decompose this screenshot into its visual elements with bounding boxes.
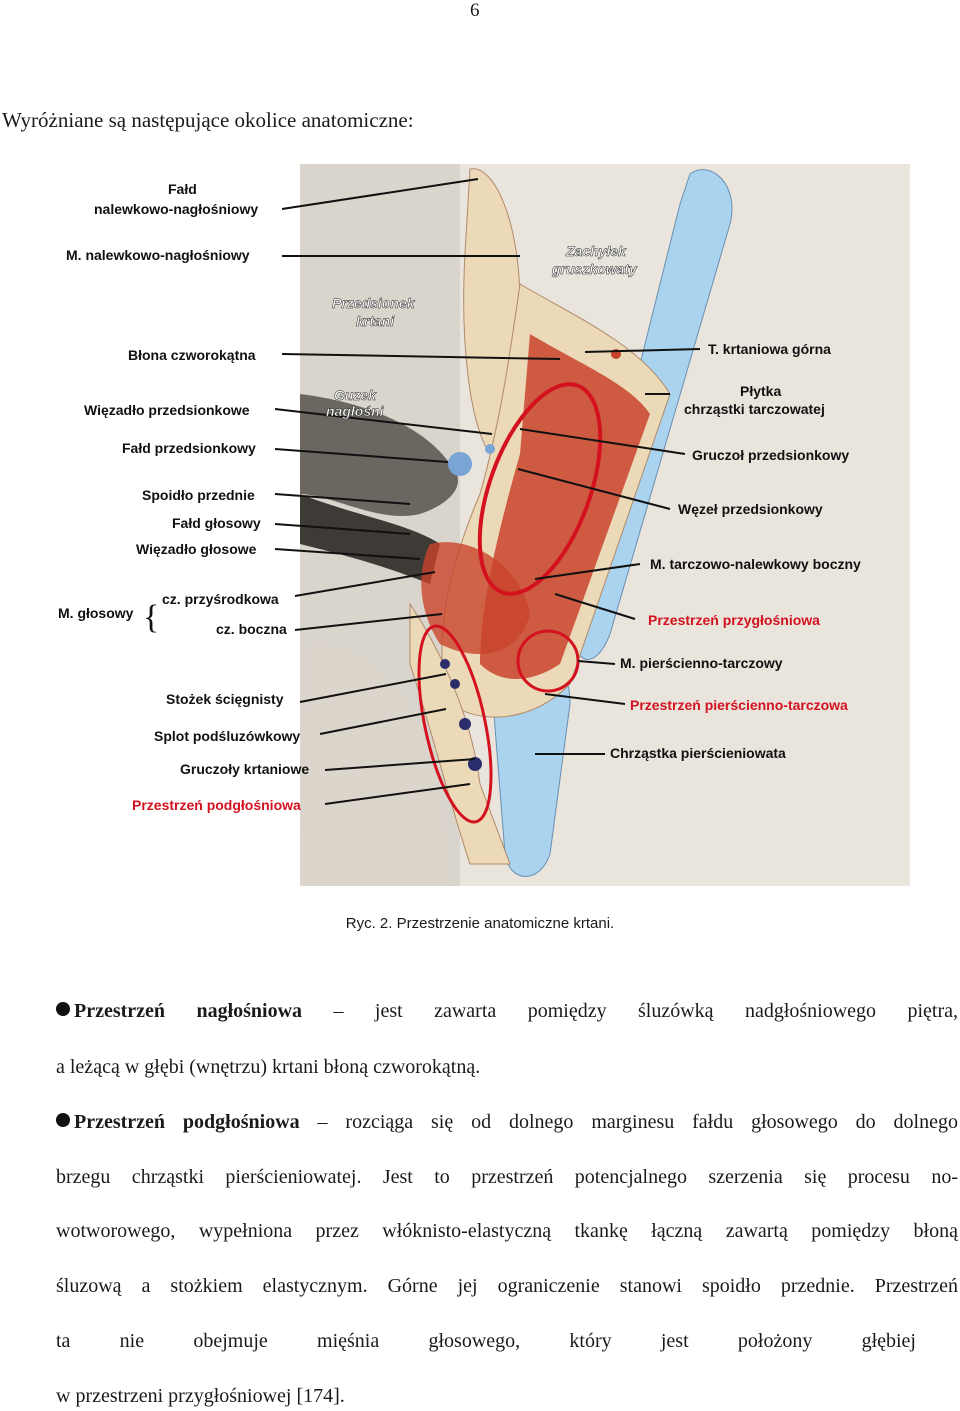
- label-m-tarczowo: M. tarczowo-nalewkowy boczny: [650, 556, 861, 572]
- label-t-krtaniowa: T. krtaniowa górna: [708, 341, 831, 357]
- bullet2-line2: brzegu chrząstki pierścieniowatej. Jest …: [56, 1166, 958, 1189]
- bullet1-text: – jest zawarta pomiędzy śluzówką nadgłoś…: [302, 1000, 958, 1022]
- label-m-nalewkowo: M. nalewkowo-nagłośniowy: [66, 247, 250, 263]
- label-plytka-2: chrząstki tarczowatej: [684, 401, 825, 417]
- label-plytka-1: Płytka: [740, 383, 781, 399]
- label-przestrzen-przyglosniowa: Przestrzeń przygłośniowa: [648, 612, 820, 628]
- bullet2-term: Przestrzeń podgłośniowa: [74, 1111, 300, 1133]
- label-m-glosowy: M. głosowy: [58, 605, 134, 621]
- label-przedsionek-1: Przedsionek: [332, 295, 416, 311]
- bullet-icon: [56, 1002, 70, 1016]
- label-fald-przedsionkowy: Fałd przedsionkowy: [122, 440, 256, 456]
- label-wiezadlo-przedsionkowe: Więzadło przedsionkowe: [84, 402, 250, 418]
- bullet2-line4: śluzową a stożkiem elastycznym. Górne je…: [56, 1275, 958, 1298]
- label-fald-nalewkowo-1: Fałd: [168, 181, 197, 197]
- label-zachylek-2: gruszkowaty: [551, 261, 638, 277]
- label-chrzastka: Chrząstka pierścieniowata: [610, 745, 786, 761]
- label-cz-przysrodkowa: cz. przyśrodkowa: [162, 591, 279, 607]
- label-zachylek-1: Zachyłek: [565, 243, 627, 259]
- label-blona: Błona czworokątna: [128, 347, 256, 363]
- bullet2-line5: ta nie obejmuje mięśnia głosowego, który…: [56, 1330, 916, 1353]
- bullet2-line6: w przestrzeni przygłośniowej [174].: [56, 1385, 345, 1408]
- label-stozek: Stożek ścięgnisty: [166, 691, 284, 707]
- larynx-cross-section-figure: Fałd nalewkowo-nagłośniowy M. nalewkowo-…: [50, 164, 910, 886]
- label-wiezadlo-glosowe: Więzadło głosowe: [136, 541, 257, 557]
- figure-caption: Ryc. 2. Przestrzenie anatomiczne krtani.: [0, 915, 960, 932]
- bullet1-term: Przestrzeń nagłośniowa: [74, 1000, 302, 1022]
- label-fald-nalewkowo-2: nalewkowo-nagłośniowy: [94, 201, 258, 217]
- label-m-pierscienno: M. pierścienno-tarczowy: [620, 655, 783, 671]
- label-splot: Splot podśluzówkowy: [154, 728, 300, 744]
- label-guzek-1: Guzek: [334, 387, 377, 403]
- bullet2-text: – rozciąga się od dolnego marginesu fałd…: [300, 1111, 958, 1133]
- label-gruczol: Gruczoł przedsionkowy: [692, 447, 849, 463]
- label-przestrzen-pierscienno: Przestrzeń pierścienno-tarczowa: [630, 697, 848, 713]
- label-gruczoly: Gruczoły krtaniowe: [180, 761, 309, 777]
- label-przestrzen-podglosniowa: Przestrzeń podgłośniowa: [132, 797, 301, 813]
- bullet1-line1: Przestrzeń nagłośniowa – jest zawarta po…: [56, 1000, 958, 1023]
- label-przedsionek-2: krtani: [356, 313, 395, 329]
- bullet2-line3: wotworowego, wypełniona przez włóknisto-…: [56, 1220, 958, 1243]
- label-fald-glosowy: Fałd głosowy: [172, 515, 261, 531]
- brace-icon: {: [143, 599, 159, 636]
- label-cz-boczna: cz. boczna: [216, 621, 287, 637]
- label-guzek-2: nagłośni: [326, 403, 385, 419]
- intro-text: Wyróżniane są następujące okolice anatom…: [2, 108, 414, 133]
- bullet1-line2: a leżącą w głębi (wnętrzu) krtani błoną …: [56, 1056, 480, 1079]
- label-wezel: Węzeł przedsionkowy: [678, 501, 823, 517]
- bullet-icon: [56, 1113, 70, 1127]
- bullet2-line1: Przestrzeń podgłośniowa – rozciąga się o…: [56, 1111, 958, 1134]
- label-spoidlo: Spoidło przednie: [142, 487, 255, 503]
- page-number: 6: [470, 0, 480, 22]
